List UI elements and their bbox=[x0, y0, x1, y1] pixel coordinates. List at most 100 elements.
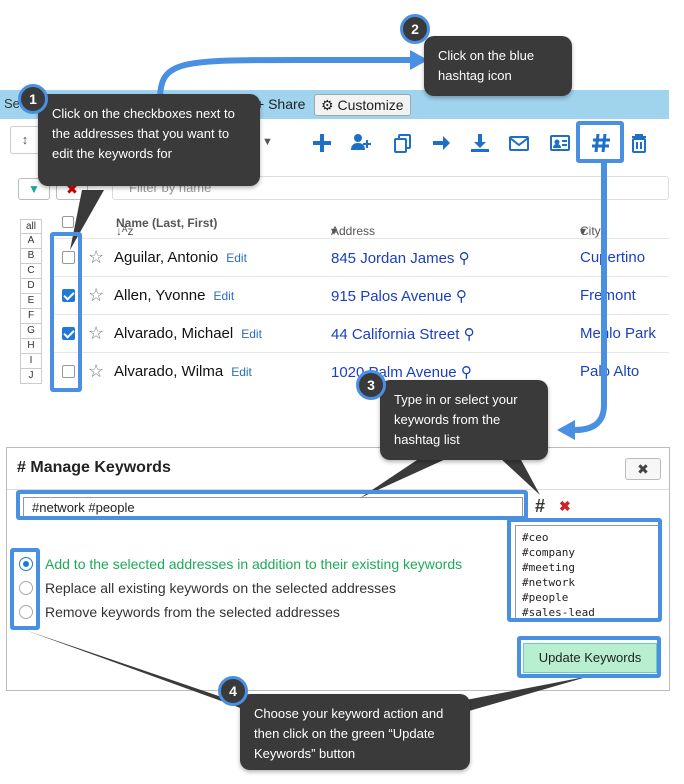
address-link[interactable]: 845 Jordan James ⚲ bbox=[331, 250, 470, 267]
dialog-title: # Manage Keywords bbox=[17, 459, 171, 476]
radio-highlight bbox=[10, 548, 40, 630]
hashtag-icon: # bbox=[17, 459, 26, 476]
alpha-index-item[interactable]: all bbox=[20, 219, 42, 234]
update-button-highlight bbox=[517, 636, 661, 678]
dialog-header: # Manage Keywords ✖ bbox=[7, 448, 669, 490]
customize-button[interactable]: ⚙ Customize bbox=[314, 94, 411, 116]
name-column-header[interactable]: ↓ᴬz Name (Last, First) bbox=[116, 216, 218, 238]
edit-link[interactable]: Edit bbox=[226, 251, 247, 265]
hashtag-icon[interactable]: # bbox=[535, 496, 546, 516]
option-replace[interactable]: Replace all existing keywords on the sel… bbox=[19, 580, 396, 600]
select-all-checkbox[interactable] bbox=[62, 216, 74, 228]
share-label: Share bbox=[268, 96, 306, 112]
caret-down-icon: ▾ bbox=[331, 224, 338, 238]
radio-replace[interactable] bbox=[19, 581, 33, 595]
top-bar-label: Se bbox=[4, 96, 20, 111]
hashtag-list-item[interactable]: #meeting bbox=[522, 561, 575, 574]
table-row: ☆ Alvarado, Michael Edit 44 California St… bbox=[50, 314, 669, 352]
row-checkbox[interactable] bbox=[62, 365, 75, 378]
contact-name: Aguilar, Antonio bbox=[114, 249, 219, 266]
toolbar: ↕ ▼ bbox=[0, 120, 669, 166]
hashtag-list-item[interactable]: #network bbox=[522, 576, 575, 589]
contact-name: Allen, Yvonne bbox=[114, 287, 206, 304]
star-icon[interactable]: ☆ bbox=[88, 361, 105, 381]
alpha-index-item[interactable]: I bbox=[20, 354, 42, 369]
star-icon[interactable]: ☆ bbox=[88, 247, 105, 267]
table-header: ↓ᴬz Name (Last, First) ▾ Address ▾ City bbox=[50, 208, 669, 238]
edit-link[interactable]: Edit bbox=[213, 289, 235, 303]
add-user-icon[interactable] bbox=[348, 130, 374, 156]
download-icon[interactable] bbox=[467, 130, 493, 156]
alpha-index-item[interactable]: J bbox=[20, 369, 42, 384]
row-checkbox[interactable] bbox=[62, 289, 75, 302]
map-pin-icon: ⚲ bbox=[460, 364, 472, 381]
city-link[interactable]: Menlo Park bbox=[580, 325, 656, 342]
option-add[interactable]: Add to the selected addresses in additio… bbox=[19, 556, 462, 576]
checkbox-highlight bbox=[50, 232, 82, 392]
radio-remove[interactable] bbox=[19, 605, 33, 619]
address-link[interactable]: 915 Palos Avenue ⚲ bbox=[331, 288, 467, 305]
address-link[interactable]: 44 California Street ⚲ bbox=[331, 326, 475, 343]
table-row: ☆ Aguilar, Antonio Edit 845 Jordan James … bbox=[50, 238, 669, 276]
close-button[interactable]: ✖ bbox=[625, 458, 661, 480]
alphabet-index: all A B C D E F G H I J bbox=[20, 219, 42, 384]
copy-icon[interactable] bbox=[390, 130, 416, 156]
alpha-index-item[interactable]: F bbox=[20, 309, 42, 324]
add-icon[interactable] bbox=[309, 130, 335, 156]
edit-link[interactable]: Edit bbox=[241, 327, 262, 341]
update-keywords-button[interactable]: Update Keywords bbox=[523, 643, 657, 673]
clear-icon[interactable]: ✖ bbox=[559, 498, 571, 514]
alpha-index-item[interactable]: B bbox=[20, 249, 42, 264]
map-pin-icon: ⚲ bbox=[455, 288, 467, 305]
step-badge-2: 2 bbox=[400, 14, 430, 44]
sort-az-icon: ↓ᴬz bbox=[116, 224, 134, 238]
row-checkbox[interactable] bbox=[62, 251, 75, 264]
callout-step-4: Choose your keyword action and then clic… bbox=[240, 694, 470, 770]
hashtag-list-item[interactable]: #sales-lead bbox=[522, 606, 595, 619]
edit-link[interactable]: Edit bbox=[231, 365, 252, 379]
radio-add[interactable] bbox=[19, 557, 33, 571]
hashtag-list-highlight bbox=[507, 518, 662, 622]
alpha-index-item[interactable]: D bbox=[20, 279, 42, 294]
star-icon[interactable]: ☆ bbox=[88, 323, 105, 343]
step-badge-3: 3 bbox=[356, 370, 386, 400]
map-pin-icon: ⚲ bbox=[458, 250, 470, 267]
envelope-icon[interactable] bbox=[506, 130, 532, 156]
customize-label: Customize bbox=[337, 97, 404, 113]
row-checkbox[interactable] bbox=[62, 327, 75, 340]
table-row: ☆ Allen, Yvonne Edit 915 Palos Avenue ⚲ F… bbox=[50, 276, 669, 314]
contact-name: Alvarado, Wilma bbox=[114, 363, 224, 380]
hashtag-icon[interactable] bbox=[588, 130, 614, 156]
address-link[interactable]: 1020 Palm Avenue ⚲ bbox=[331, 364, 472, 381]
step-badge-1: 1 bbox=[18, 84, 48, 114]
map-pin-icon: ⚲ bbox=[463, 326, 475, 343]
callout-step-3: Type in or select your keywords from the… bbox=[380, 380, 548, 460]
contact-card-icon[interactable] bbox=[547, 130, 573, 156]
city-link[interactable]: Cupertino bbox=[580, 249, 646, 266]
hashtag-list-item[interactable]: #people bbox=[522, 591, 569, 604]
contact-name: Alvarado, Michael bbox=[114, 325, 234, 342]
chevron-down-icon[interactable]: ▼ bbox=[262, 136, 273, 148]
arrow-right-icon[interactable] bbox=[428, 130, 454, 156]
hashtag-list-item[interactable]: #ceo bbox=[522, 531, 549, 544]
city-link[interactable]: Fremont bbox=[580, 287, 636, 304]
trash-icon[interactable] bbox=[626, 130, 652, 156]
sort-icon: ↕ bbox=[21, 132, 29, 147]
option-remove[interactable]: Remove keywords from the selected addres… bbox=[19, 604, 340, 624]
hashtag-list-item[interactable]: #company bbox=[522, 546, 575, 559]
alpha-index-item[interactable]: E bbox=[20, 294, 42, 309]
hashtag-list: #ceo #company #meeting #network #people … bbox=[515, 525, 659, 619]
alpha-index-item[interactable]: A bbox=[20, 234, 42, 249]
alpha-index-item[interactable]: C bbox=[20, 264, 42, 279]
hashtag-highlight bbox=[576, 121, 624, 163]
step-badge-4: 4 bbox=[218, 676, 248, 706]
table-row: ☆ Alvarado, Wilma Edit 1020 Palm Avenue ⚲… bbox=[50, 352, 669, 390]
gear-icon: ⚙ bbox=[321, 97, 334, 113]
alpha-index-item[interactable]: G bbox=[20, 324, 42, 339]
city-link[interactable]: Palo Alto bbox=[580, 363, 640, 380]
callout-step-2: Click on the blue hashtag icon bbox=[424, 36, 572, 96]
star-icon[interactable]: ☆ bbox=[88, 285, 105, 305]
alpha-index-item[interactable]: H bbox=[20, 339, 42, 354]
sort-dropdown[interactable]: ↕ bbox=[10, 126, 40, 154]
callout-step-1: Click on the checkboxes next to the addr… bbox=[38, 94, 260, 186]
